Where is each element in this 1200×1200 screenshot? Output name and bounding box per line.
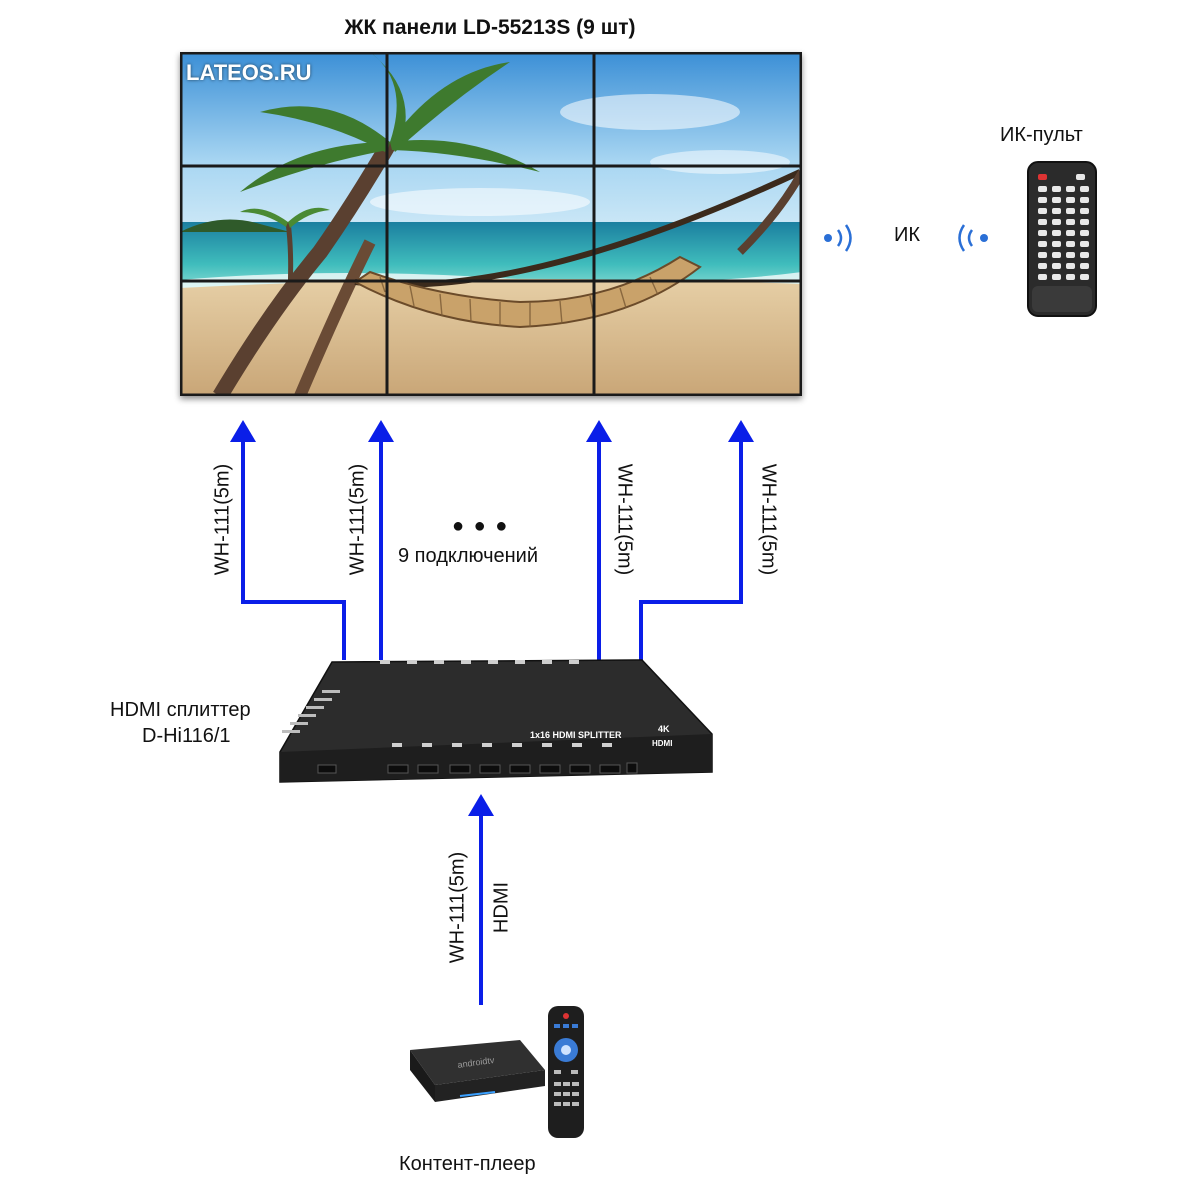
cable-label-2: WH-111(5m)	[346, 463, 369, 576]
input-type-label: HDMI	[490, 881, 513, 934]
watermark-text: LATEOS.RU	[186, 60, 312, 85]
ellipsis-dots: ● ● ●	[452, 515, 510, 537]
splitter-4k-badge: 4K	[658, 724, 670, 734]
output-arrowhead-2	[368, 420, 394, 442]
ir-label: ИК	[894, 224, 921, 246]
output-arrowhead-1	[230, 420, 256, 442]
android-tv-box: androidtv	[410, 1040, 545, 1102]
splitter-device-text: 1x16 HDMI SPLITTER	[530, 730, 622, 740]
ir-signal-receiver-icon	[958, 224, 988, 252]
input-arrowhead	[468, 794, 494, 816]
output-line-4	[639, 440, 743, 660]
beach-scene-image	[180, 52, 802, 396]
connections-count-label: 9 подключений	[398, 545, 538, 567]
cable-label-4: WH-111(5m)	[757, 463, 780, 576]
hdmi-splitter-device: 1x16 HDMI SPLITTER 4K HDMI	[279, 659, 713, 783]
video-wall	[180, 52, 802, 396]
input-cable-label: WH-111(5m)	[446, 851, 469, 964]
output-line-1	[241, 440, 346, 660]
ir-remote-label: ИК-пульт	[1000, 124, 1083, 146]
ir-remote-icon	[1027, 161, 1097, 317]
output-arrowhead-3	[586, 420, 612, 442]
splitter-label-line2: D-Hi116/1	[142, 725, 231, 747]
output-arrowhead-4	[728, 420, 754, 442]
cable-label-1: WH-111(5m)	[211, 463, 234, 576]
ir-signal-emitter-icon	[824, 224, 852, 252]
splitter-label-line1: HDMI сплиттер	[110, 699, 251, 721]
diagram-title: ЖК панели LD-55213S (9 шт)	[344, 16, 636, 39]
player-remote-icon	[548, 1006, 584, 1138]
splitter-hdmi-badge: HDMI	[652, 739, 672, 748]
cable-label-3: WH-111(5m)	[613, 463, 636, 576]
content-player-label: Контент-плеер	[399, 1153, 536, 1175]
